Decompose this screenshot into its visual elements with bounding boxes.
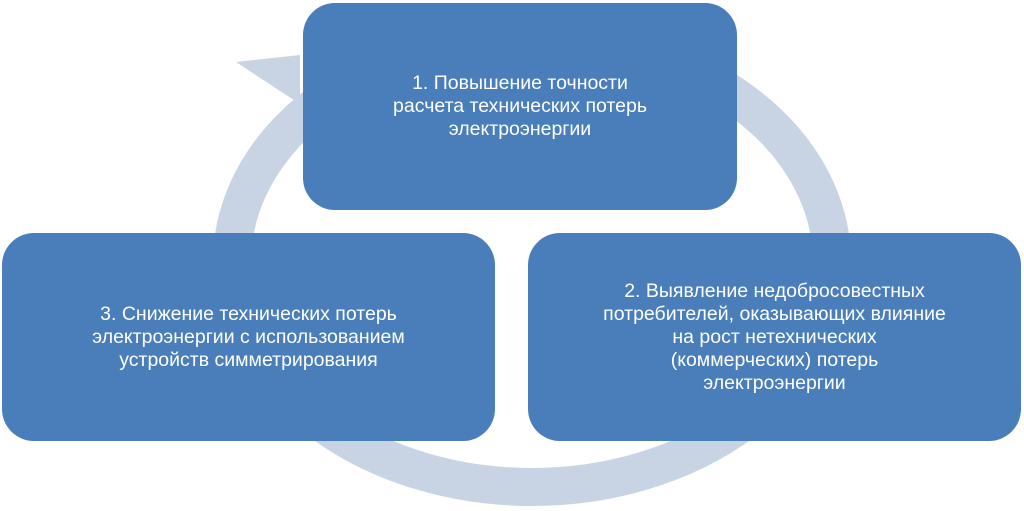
- step-3-box: 3. Снижение технических потерь электроэн…: [2, 233, 495, 441]
- step-2-label: 2. Выявление недобросовестных потребител…: [603, 279, 946, 394]
- step-1-box: 1. Повышение точности расчета технически…: [303, 3, 737, 210]
- step-2-box: 2. Выявление недобросовестных потребител…: [528, 233, 1021, 441]
- step-1-label: 1. Повышение точности расчета технически…: [393, 72, 647, 140]
- arrow-head-icon: [236, 55, 300, 104]
- step-3-label: 3. Снижение технических потерь электроэн…: [92, 302, 405, 371]
